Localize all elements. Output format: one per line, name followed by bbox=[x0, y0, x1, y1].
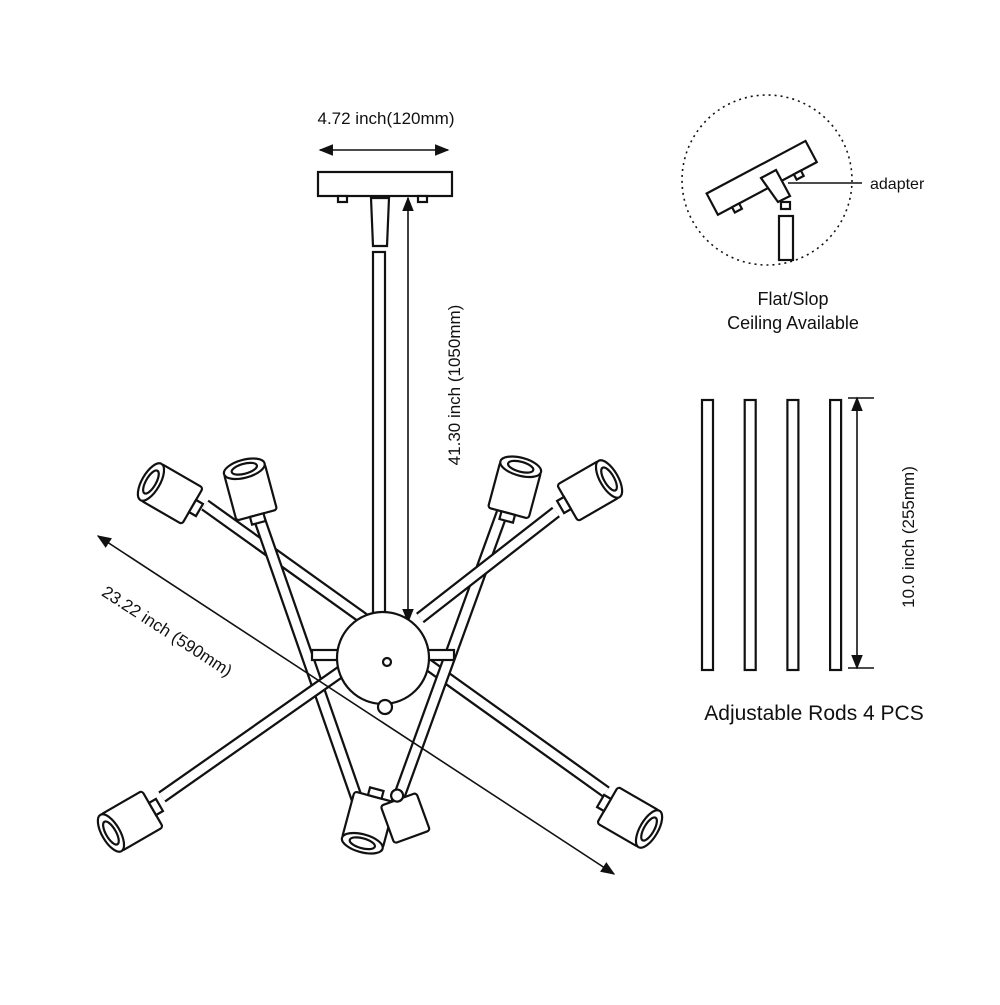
socket-5 bbox=[96, 790, 165, 853]
socket-2 bbox=[222, 457, 278, 527]
arm-fill-5 bbox=[417, 508, 559, 622]
rod-3 bbox=[786, 398, 800, 672]
adapter-label: adapter bbox=[870, 176, 925, 193]
span-arrow bbox=[96, 535, 616, 875]
span-label: 23.22 inch (590mm) bbox=[98, 582, 235, 680]
rods-caption: Adjustable Rods 4 PCS bbox=[704, 702, 923, 725]
adjustable-rods bbox=[700, 398, 843, 672]
rod-4 bbox=[828, 398, 843, 672]
callout-circle bbox=[681, 94, 853, 266]
arm-fill-4 bbox=[159, 664, 349, 801]
canopy-width-label: 4.72 inch(120mm) bbox=[317, 109, 454, 128]
ceiling-caption-line1: Flat/Slop bbox=[757, 289, 828, 309]
socket-4 bbox=[555, 459, 624, 522]
downrod bbox=[371, 250, 387, 620]
adapter-callout: adapter bbox=[681, 94, 925, 266]
socket-1 bbox=[136, 462, 205, 525]
adapter-swivel bbox=[759, 168, 792, 204]
ceiling-canopy bbox=[316, 170, 454, 248]
ceiling-caption-line2: Ceiling Available bbox=[727, 313, 859, 333]
drop-height-label: 41.30 inch (1050mm) bbox=[445, 305, 464, 466]
rod-1 bbox=[700, 398, 715, 672]
socket-3 bbox=[487, 455, 543, 525]
rod-length-label: 10.0 inch (255mm) bbox=[899, 466, 918, 608]
rod-2 bbox=[743, 398, 757, 672]
callout-rod bbox=[777, 214, 795, 262]
